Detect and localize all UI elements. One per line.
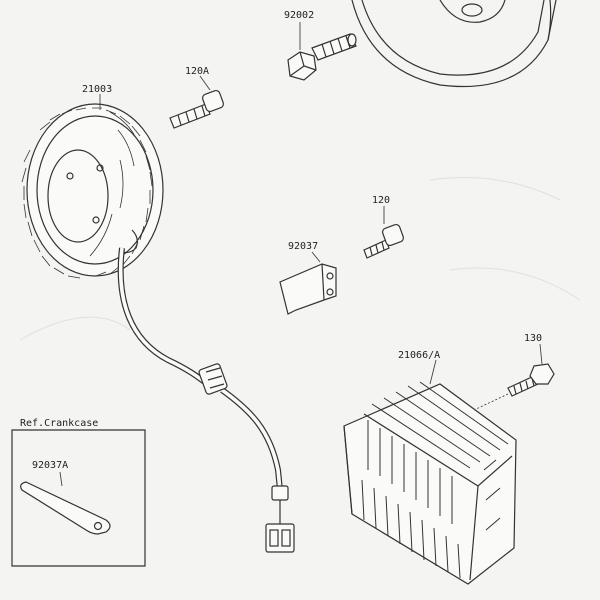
background-bleed bbox=[19, 177, 581, 341]
reference-inset bbox=[11, 429, 146, 567]
label-21066A: 21066/A bbox=[398, 350, 440, 361]
reference-title: Ref.Crankcase bbox=[20, 418, 98, 429]
regulator-fins bbox=[361, 381, 509, 579]
label-21003: 21003 bbox=[82, 84, 112, 95]
label-120: 120 bbox=[372, 195, 390, 206]
label-130: 130 bbox=[524, 333, 542, 344]
stator-screw-120A bbox=[169, 75, 225, 129]
regulator-21066A bbox=[343, 359, 517, 585]
regulator-bolt-130 bbox=[473, 343, 555, 411]
label-120A: 120A bbox=[185, 66, 209, 77]
flywheel-rotor bbox=[351, 0, 557, 88]
stator-21003 bbox=[21, 94, 164, 279]
label-92002: 92002 bbox=[284, 10, 314, 21]
label-92037A: 92037A bbox=[32, 460, 68, 471]
stator-wire-harness bbox=[117, 247, 295, 553]
regulator-screw-120 bbox=[363, 206, 405, 259]
flywheel-bolt-92002 bbox=[287, 22, 357, 81]
stator-windings bbox=[21, 107, 153, 279]
clamp-92037 bbox=[279, 251, 337, 315]
label-92037: 92037 bbox=[288, 241, 318, 252]
